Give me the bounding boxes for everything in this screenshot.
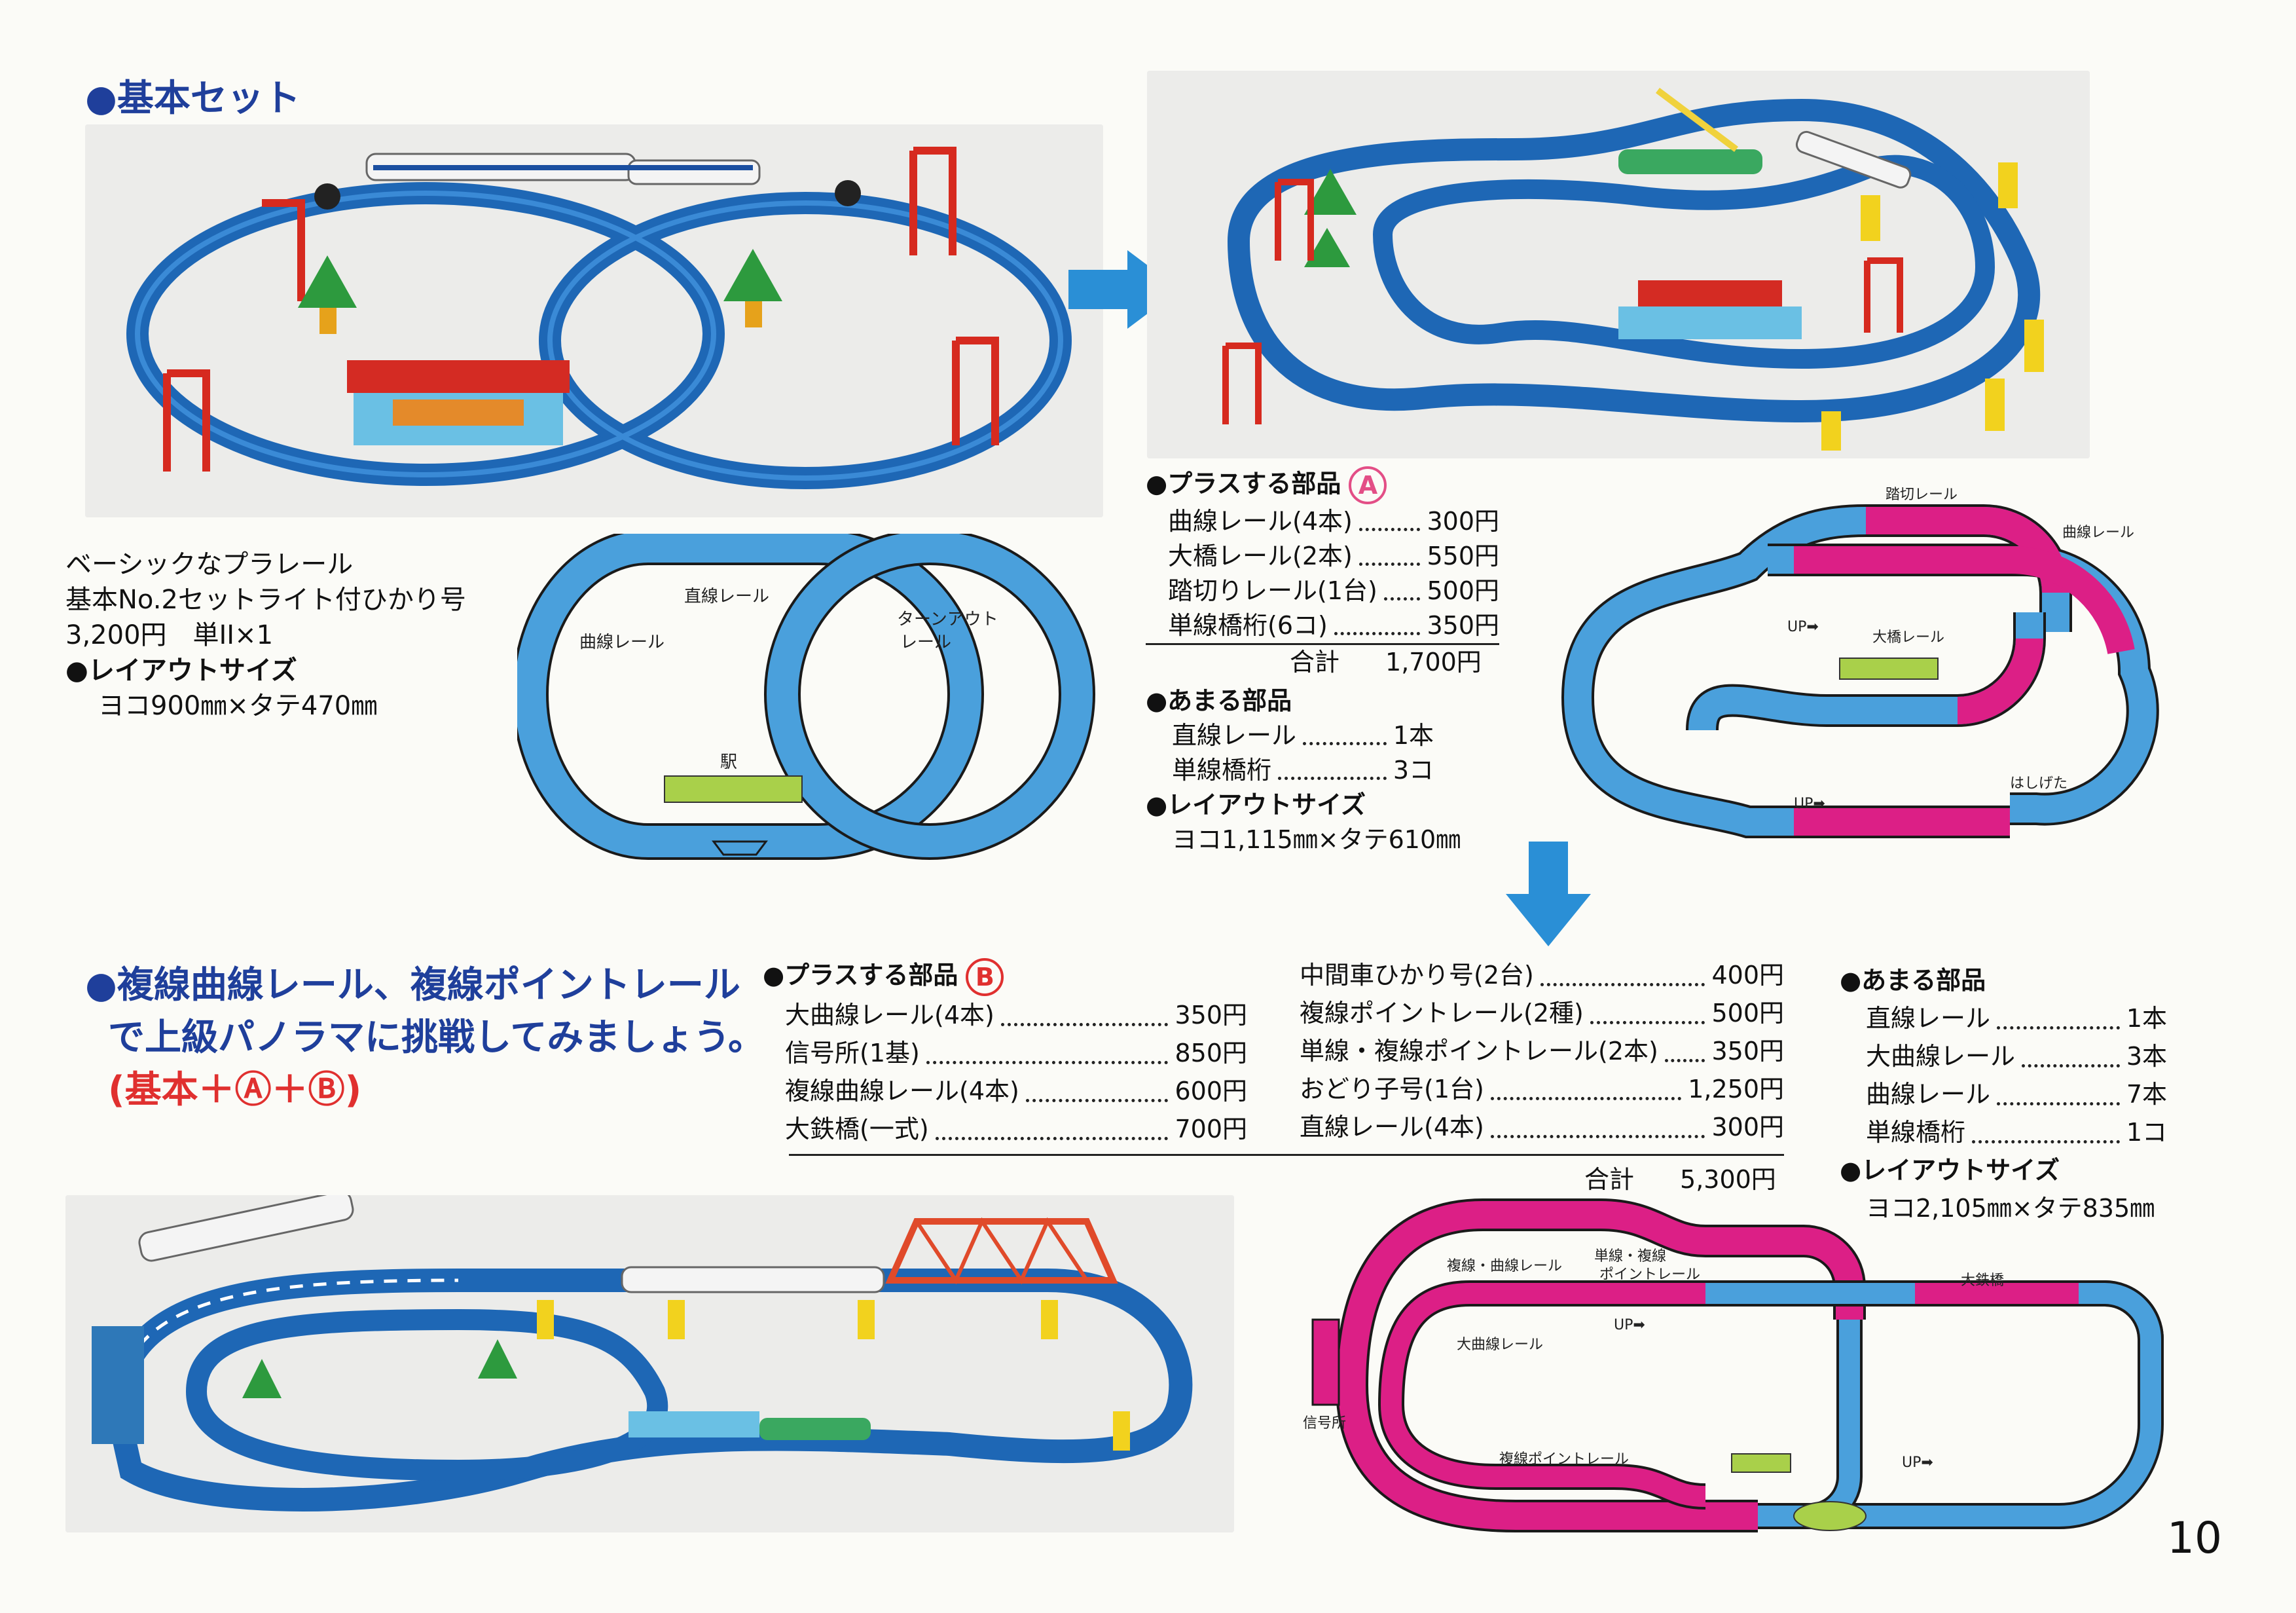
label-big-bridge: 大鉄橋 <box>1961 1272 2005 1289</box>
label-station: 駅 <box>720 752 738 772</box>
plus-b-heading: ●プラスする部品 B <box>763 956 1247 996</box>
label-curve-rail: 曲線レール <box>579 633 665 652</box>
basic-layout-size: ヨコ900㎜×タテ470㎜ <box>98 691 378 721</box>
plus-a-layout-heading: ●レイアウトサイズ <box>1146 790 1366 819</box>
badge-a-icon: A <box>1349 466 1387 504</box>
plus-b-title: ●複線曲線レール、複線ポイントレール で上級パノラマに挑戦してみましょう。 (基… <box>85 959 765 1117</box>
label-double-curve-rail: 複線・曲線レール <box>1447 1258 1563 1274</box>
plus-a-leftover-heading: ●あまる部品 <box>1146 686 1292 715</box>
label-up-2: UP➡ <box>1902 1455 1933 1471</box>
label-signal-box: 信号所 <box>1303 1415 1347 1432</box>
plus-a-layout-size: ヨコ1,115㎜×タテ610㎜ <box>1172 825 1461 854</box>
plus-a-layout-diagram: 踏切レール 曲線レール UP➡ 大橋レール UP➡ はしげた <box>1552 481 2174 861</box>
label-up-1: UP➡ <box>1787 619 1819 635</box>
plus-b-parts-col1: ●プラスする部品 B 大曲線レール(4本)350円 信号所(1基)850円 複線曲… <box>763 956 1247 1148</box>
basic-desc-line: ベーシックなプラレール <box>65 549 354 580</box>
plus-b-item: 単線・複線ポイントレール(2本)350円 <box>1300 1037 1784 1066</box>
page-number: 10 <box>2167 1513 2222 1563</box>
label-curve-rail: 曲線レール <box>2062 525 2135 541</box>
plus-a-item: 単線橋桁(6コ)350円 <box>1146 608 1499 645</box>
plus-a-heading: ●プラスする部品 A <box>1146 466 1499 504</box>
plus-b-item: 複線ポイントレール(2種)500円 <box>1300 999 1784 1028</box>
label-up-1: UP➡ <box>1614 1317 1645 1333</box>
plus-b-item: おどり子号(1台)1,250円 <box>1300 1075 1784 1103</box>
plus-a-diagram-art <box>1561 504 2159 838</box>
plus-b-layout-heading: ●レイアウトサイズ <box>1840 1156 2060 1185</box>
label-bridge-rail: 大橋レール <box>1872 629 1945 646</box>
basic-layout-diagram: 直線レール 曲線レール ターンアウト レール 駅 <box>512 528 1120 864</box>
label-up-2: UP➡ <box>1794 796 1825 812</box>
plus-b-title-line-3: (基本＋Ⓐ＋Ⓑ) <box>108 1069 362 1111</box>
plus-b-item: 大曲線レール(4本)350円 <box>785 1000 1247 1029</box>
basic-desc-line: 3,200円 単II×1 <box>65 620 274 650</box>
plus-a-item: 踏切りレール(1台)500円 <box>1168 576 1499 605</box>
basic-desc-line: 基本No.2セットライト付ひかり号 <box>65 585 466 615</box>
plus-a-item: 曲線レール(4本)300円 <box>1168 507 1499 536</box>
basic-description: ベーシックなプラレール 基本No.2セットライト付ひかり号 3,200円 単II… <box>65 547 466 724</box>
badge-b-icon: B <box>966 957 1004 996</box>
basic-layout-heading: ●レイアウトサイズ <box>65 656 297 686</box>
plus-b-item: 直線レール(4本)300円 <box>1300 1113 1784 1141</box>
label-turnout-rail: ターンアウト <box>897 610 998 629</box>
plus-b-item: 大鉄橋(一式)700円 <box>785 1114 1247 1143</box>
plus-b-item: 中間車ひかり号(2台)400円 <box>1300 961 1784 990</box>
plus-a-heading-text: ●プラスする部品 <box>1146 469 1341 498</box>
basic-set-title: ●基本セット <box>85 77 301 120</box>
label-turnout-rail-2: レール <box>900 633 952 652</box>
label-point-rail: ポイントレール <box>1599 1267 1701 1283</box>
label-double-point-rail: 複線ポイントレール <box>1499 1451 1630 1468</box>
plus-b-layout-diagram: 複線・曲線レール 単線・複線 ポイントレール 大曲線レール UP➡ 大鉄橋 信号… <box>1300 1189 2180 1552</box>
arrow-down-icon <box>1506 842 1591 949</box>
plus-b-diagram-art <box>1311 1198 2164 1532</box>
basic-set-photo <box>85 124 1103 517</box>
label-straight-rail: 直線レール <box>684 587 770 606</box>
plus-b-layout-size: ヨコ2,105㎜×タテ835㎜ <box>1866 1194 2155 1223</box>
plus-b-photo-art <box>65 1195 1234 1532</box>
plus-b-parts-col2: 中間車ひかり号(2台)400円 複線ポイントレール(2種)500円 単線・複線ポ… <box>1300 956 1784 1146</box>
label-crossing-rail: 踏切レール <box>1886 487 1958 503</box>
plus-b-leftover-heading: ●あまる部品 <box>1840 966 1986 995</box>
label-single-double: 単線・複線 <box>1594 1248 1667 1265</box>
plus-b-heading-text: ●プラスする部品 <box>763 961 958 990</box>
plus-a-parts-list: ●プラスする部品 A 曲線レール(4本)300円 大橋レール(2本)550円 踏切… <box>1146 466 1499 857</box>
plus-b-photo <box>65 1195 1234 1532</box>
plus-b-title-line-2: で上級パノラマに挑戦してみましょう。 <box>108 1016 765 1059</box>
plus-a-photo-art <box>1147 71 2090 458</box>
basic-diagram-art <box>512 528 1095 860</box>
plus-b-title-line-1: ●複線曲線レール、複線ポイントレール <box>85 964 740 1007</box>
label-big-curve-rail: 大曲線レール <box>1457 1337 1544 1353</box>
plus-a-photo <box>1147 71 2090 458</box>
plus-b-total-divider <box>789 1154 1784 1156</box>
plus-b-item: 信号所(1基)850円 <box>785 1038 1247 1067</box>
basic-set-photo-art <box>85 124 1103 517</box>
plus-a-item: 大橋レール(2本)550円 <box>1168 542 1499 570</box>
label-girder: はしげた <box>2010 775 2068 792</box>
plus-b-item: 複線曲線レール(4本)600円 <box>785 1076 1247 1105</box>
